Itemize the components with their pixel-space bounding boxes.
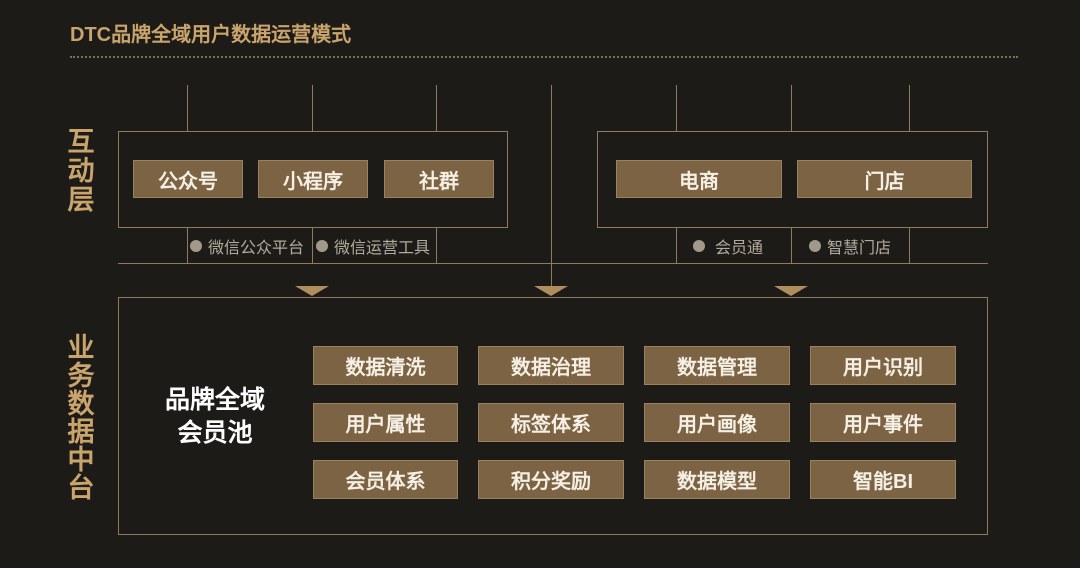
commerce-channel-frame <box>597 131 988 228</box>
connector-line <box>187 85 188 131</box>
module-node: 标签体系 <box>478 403 624 442</box>
member-pool-line: 品牌全域 <box>164 386 265 414</box>
channel-note-label: 微信公众平台 <box>208 240 305 257</box>
connector-line <box>676 85 677 131</box>
module-node: 数据清洗 <box>313 346 458 385</box>
triangle-down-icon <box>534 286 568 296</box>
channel-note: 微信运营工具 <box>316 236 431 257</box>
module-node: 用户事件 <box>810 403 956 442</box>
wechat-channel-frame <box>118 131 508 228</box>
data-platform-frame <box>118 297 988 535</box>
connector-line <box>791 228 792 263</box>
connector-line <box>436 228 437 263</box>
bus-line <box>118 263 988 264</box>
data-platform-label: 业务数据中台 <box>67 333 95 503</box>
module-node: 积分奖励 <box>478 460 624 499</box>
page-title: DTC品牌全域用户数据运营模式 <box>70 24 352 46</box>
connector-line <box>312 228 313 263</box>
member-pool-line: 会员池 <box>177 419 253 447</box>
triangle-down-icon <box>774 286 808 296</box>
module-node: 数据模型 <box>644 460 790 499</box>
dotted-divider <box>70 56 1018 58</box>
connector-line <box>791 85 792 131</box>
module-node: 数据管理 <box>644 346 790 385</box>
channel-note-label: 微信运营工具 <box>334 240 431 257</box>
connector-line <box>312 85 313 131</box>
channel-note: 微信公众平台 <box>190 236 305 257</box>
interaction-layer-label: 互动层 <box>67 127 95 215</box>
channel-note: 会员通 <box>693 236 764 257</box>
channel-node: 公众号 <box>133 160 243 198</box>
center-connector-line <box>551 85 552 287</box>
module-grid: 数据清洗 数据治理 数据管理 用户识别 用户属性 标签体系 用户画像 用户事件 … <box>313 346 956 499</box>
channel-node: 小程序 <box>258 160 368 198</box>
module-node: 会员体系 <box>313 460 458 499</box>
triangle-down-icon <box>295 286 329 296</box>
module-node: 用户识别 <box>810 346 956 385</box>
connector-line <box>676 228 677 263</box>
channel-node: 门店 <box>797 160 972 198</box>
channel-note-label: 会员通 <box>715 240 764 257</box>
module-node: 智能BI <box>810 460 956 499</box>
channel-note-label: 智慧门店 <box>827 240 892 257</box>
channel-node: 社群 <box>384 160 494 198</box>
dot-icon <box>809 240 821 252</box>
module-node: 数据治理 <box>478 346 624 385</box>
module-node: 用户属性 <box>313 403 458 442</box>
member-pool-core: 品牌全域 会员池 <box>150 384 280 450</box>
connector-line <box>909 85 910 131</box>
connector-line <box>187 228 188 263</box>
dot-icon <box>190 240 202 252</box>
connector-line <box>436 85 437 131</box>
connector-line <box>909 228 910 263</box>
dot-icon <box>316 240 328 252</box>
module-node: 用户画像 <box>644 403 790 442</box>
dot-icon <box>693 240 705 252</box>
channel-note: 智慧门店 <box>809 236 892 257</box>
channel-node: 电商 <box>616 160 782 198</box>
